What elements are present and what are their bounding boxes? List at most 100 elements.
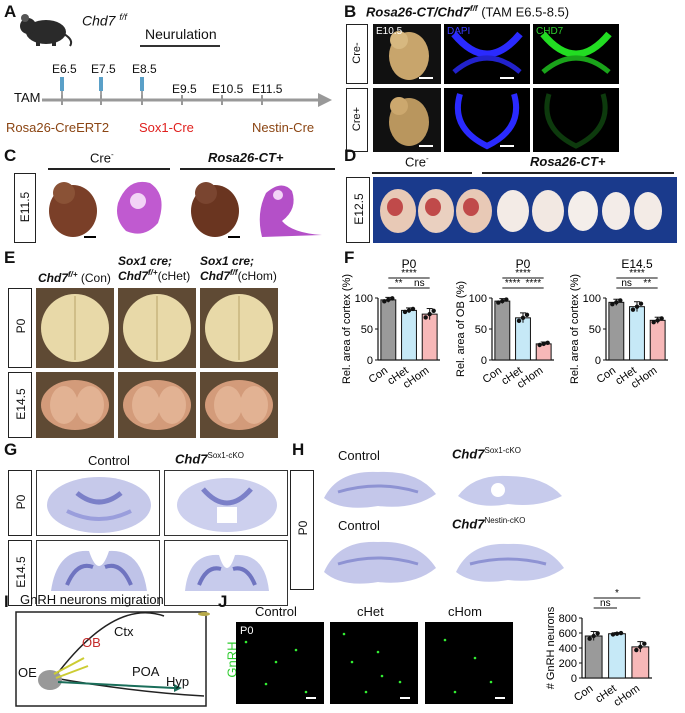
data-point [537,342,542,348]
gnrh-neuron-dot [264,682,268,686]
c-embryo-rosa [180,173,250,243]
d-bar-rosa [482,172,674,174]
chart-title: P0 [516,257,531,271]
a-neurulation-bar [140,45,220,47]
i-label-ctx: Ctx [114,624,134,639]
gnrh-neuron-dot [364,690,368,694]
panel-label-g: G [4,440,18,459]
y-tick-label: 0 [571,673,577,685]
g-section-control-p0 [36,470,160,536]
data-point [659,316,664,321]
gnrh-neuron-dot [398,680,402,684]
d-embryo-row [373,177,677,243]
bar [380,299,397,361]
c-bar-cre [48,168,170,170]
syringe-icon [140,77,144,91]
x-tick-label: Con [481,365,504,386]
j-stage-label: P0 [240,625,253,637]
c-bar-rosa [180,168,335,170]
sig-label: **** [505,278,521,289]
data-point [431,308,436,313]
h-control-1: Control [338,448,380,463]
panel-label-b: B [344,2,357,21]
a-stage-label: E6.5 [52,62,77,76]
panel-label-d: D [344,146,357,165]
data-point [545,340,550,345]
c-group-rosa: Rosa26-CT+ [208,150,284,165]
data-point [496,300,501,305]
x-tick-label: Con [367,365,390,386]
bar [401,309,417,361]
j-col-control: Control [255,604,297,619]
data-point [504,297,509,302]
gnrh-neuron-dot [350,660,354,664]
b-embryo-cre-minus: E10.5 [373,24,441,84]
y-tick-label: 50 [361,324,373,336]
data-point [595,631,600,636]
sig-label: ns [414,278,425,289]
y-tick-label: 0 [367,355,373,367]
data-point [655,318,660,323]
e-row-box-e14: E14.5 [8,372,32,438]
a-stage-label: E8.5 [132,62,157,76]
data-point [390,296,395,301]
gnrh-neuron-dot [274,660,278,664]
a-genotype: Chd7 f/f [82,12,127,29]
gnrh-neuron-dot [304,690,308,694]
sig-label: **** [526,278,542,289]
e-brain-photo [200,372,278,438]
h-section-control-1 [318,464,442,514]
c-section-cre [108,173,172,243]
bar [608,301,625,361]
b-chd7-cre-plus [533,88,619,152]
data-point [541,341,546,347]
sig-label: * [615,588,619,599]
gnrh-neuron-dot [294,648,298,652]
chart-title: P0 [402,257,417,271]
y-axis-label: Rel. area of cortex (%) [341,274,353,384]
a-driver-sox: Sox1-Cre [139,120,194,135]
data-point [642,641,647,646]
bar [421,313,438,361]
y-tick-label: 50 [589,324,601,336]
c-group-cre: Cre- [90,150,114,166]
data-point [520,315,526,321]
sig-label: ns [600,598,611,609]
g-section-cko-e14 [164,540,288,606]
i-label-ob: OB [82,635,101,650]
gnrh-neuron-dot [376,650,380,654]
bar [608,633,626,679]
e-row-box-p0: P0 [8,288,32,368]
sig-label: **** [629,268,645,279]
a-stage-label: E9.5 [172,82,197,96]
sig-label: **** [515,268,531,279]
a-neurulation-label: Neurulation [145,26,217,42]
y-tick-label: 600 [559,628,577,640]
x-tick-label: cHom [612,683,642,709]
data-point [516,318,522,324]
y-tick-label: 100 [583,293,601,305]
y-tick-label: 800 [559,613,577,625]
h-section-cko-sox [448,464,572,514]
e-col-con: Chd7f/+ (Con) [38,270,111,285]
y-tick-label: 50 [475,324,487,336]
b-chd7-cre-minus: CHD7 [533,24,619,84]
h-stage-box: P0 [290,470,314,590]
i-label-oe: OE [18,665,37,680]
data-point [427,311,432,317]
chart-title: E14.5 [621,257,653,271]
h-cko-nestin: Chd7Nestin-cKO [452,516,526,532]
syringe-icon [60,77,64,91]
j-fluorescence-image [425,622,513,704]
gnrh-neuron-dot [443,638,447,642]
i-label-hyp: Hyp [166,674,190,689]
gnrh-neuron-dot [342,632,346,636]
a-stage-label: E11.5 [252,82,283,96]
y-tick-label: 100 [469,293,487,305]
x-tick-label: Con [572,683,595,704]
y-tick-label: 0 [481,355,487,367]
